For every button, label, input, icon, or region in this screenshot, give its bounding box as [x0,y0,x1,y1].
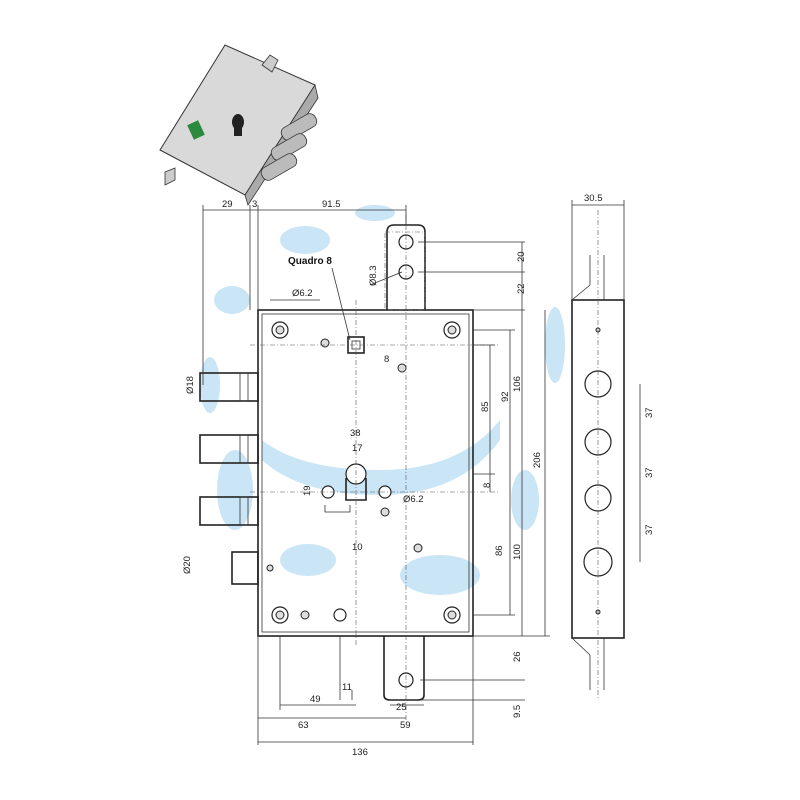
dim-cyl-19: 19 [302,485,313,496]
dim-pitch-37-c: 37 [644,524,655,535]
dim-right-92: 92 [500,391,511,402]
dim-pitch-37-b: 37 [644,467,655,478]
dim-right-85: 85 [480,401,491,412]
dim-bottom-63: 63 [298,720,309,731]
dim-bottom-11: 11 [342,682,352,693]
label-hole-62-mid: Ø6.2 [403,494,424,505]
dim-pitch-37-a: 37 [644,407,655,418]
dim-right-206: 206 [532,452,543,468]
dim-right-100: 100 [512,544,523,560]
dim-top-29: 29 [222,199,233,210]
label-bolt-20: Ø20 [182,556,193,574]
dim-side-305: 30.5 [584,193,603,204]
dim-cyl-38: 38 [350,428,361,439]
label-hole-83: Ø8.3 [368,265,379,286]
dimension-lines [202,200,641,745]
dim-right-8: 8 [482,483,493,488]
label-bolt-18: Ø18 [185,376,196,394]
dim-bottom-136: 136 [352,747,368,758]
side-view [571,210,625,700]
body-holes [266,321,461,624]
label-hole-62-top: Ø6.2 [292,288,313,299]
dim-right-26: 26 [512,651,523,662]
dim-right-20: 20 [516,251,527,262]
dim-right-22: 22 [516,283,527,294]
dim-right-86: 86 [494,545,505,556]
dim-right-95: 9.5 [512,705,523,718]
dim-sq-8: 8 [384,354,389,365]
label-quadro: Quadro 8 [288,256,332,267]
dim-cyl-17: 17 [352,443,363,454]
dim-cyl-10: 10 [352,542,363,553]
dim-top-915: 91.5 [322,199,341,210]
photo-bolts [260,113,318,181]
bolts [199,372,259,585]
lock-photo [159,44,319,206]
dim-top-3: 3 [252,199,257,210]
dim-bottom-59: 59 [400,720,411,731]
dim-right-106: 106 [512,376,523,392]
watermark [200,205,565,595]
dim-bottom-49: 49 [310,694,321,705]
dim-bottom-25: 25 [396,702,407,713]
center-lines [250,215,500,720]
